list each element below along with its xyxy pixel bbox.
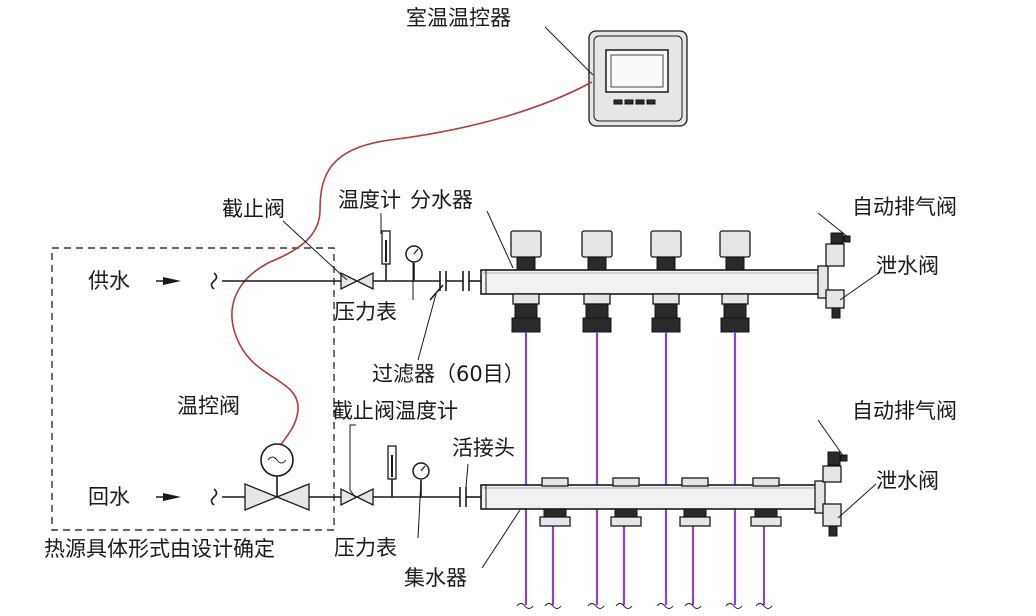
- outlet-loop-2: [610, 477, 642, 527]
- pipe-break-icon: [516, 603, 773, 609]
- actuator-loop-3: [650, 230, 682, 333]
- label-auto-vent-top: 自动排气阀: [852, 195, 957, 219]
- label-pressure-gauge-top: 压力表: [334, 300, 397, 324]
- arrow-right-icon: [163, 277, 181, 285]
- control-wire: [231, 81, 593, 448]
- union-icon-top: [462, 271, 470, 291]
- collector-manifold: [480, 451, 848, 537]
- outlet-loop-1: [539, 477, 571, 527]
- label-heat-source-note: 热源具体形式由设计确定: [44, 537, 275, 561]
- leader-lines: [282, 210, 881, 569]
- heat-source-boundary: [51, 247, 335, 531]
- label-supply: 供水: [88, 269, 130, 293]
- label-auto-vent-bottom: 自动排气阀: [852, 399, 957, 423]
- drain-valve-bottom: [822, 503, 842, 537]
- filter-icon: [429, 271, 447, 301]
- shutoff-valve-icon: [340, 487, 374, 507]
- label-thermostat: 室温温控器: [406, 6, 511, 30]
- actuator-loop-4: [719, 230, 751, 333]
- pipe-break-icon: [210, 488, 218, 506]
- thermometer-icon: [381, 230, 391, 281]
- distributor-manifold: [480, 230, 851, 333]
- floor-pipes: [524, 332, 766, 605]
- label-drain-valve-bottom: 泄水阀: [876, 469, 939, 493]
- leader-thermostat: [544, 26, 594, 76]
- supply-line: [156, 230, 481, 301]
- union-icon-bottom: [459, 487, 467, 507]
- auto-vent-valve-bottom: [822, 451, 848, 483]
- auto-vent-valve-top: [825, 232, 851, 267]
- pressure-gauge-icon: [405, 245, 423, 281]
- actuator-loop-2: [581, 230, 613, 333]
- pipe-break-icon: [210, 272, 218, 290]
- drain-valve-top: [825, 289, 845, 319]
- label-union: 活接头: [452, 436, 515, 460]
- label-shutoff-valve-top: 截止阀: [222, 197, 285, 221]
- shutoff-valve-icon: [340, 271, 374, 291]
- label-return: 回水: [88, 485, 130, 509]
- label-collector: 集水器: [404, 566, 467, 590]
- thermometer-icon: [387, 445, 397, 497]
- label-drain-valve-top: 泄水阀: [876, 254, 939, 278]
- room-thermostat: [588, 30, 688, 127]
- label-filter: 过滤器（60目）: [372, 362, 525, 386]
- label-shutoff-thermometer-bottom: 截止阀温度计: [332, 399, 458, 423]
- thermostatic-valve: [244, 443, 310, 511]
- label-pressure-gauge-bottom: 压力表: [334, 536, 397, 560]
- outlet-loop-4: [750, 477, 782, 527]
- pressure-gauge-icon: [412, 462, 430, 497]
- label-thermo-valve: 温控阀: [177, 394, 240, 418]
- arrow-right-icon: [163, 493, 181, 501]
- actuator-loop-1: [510, 230, 542, 333]
- label-distributor: 分水器: [410, 188, 473, 212]
- label-thermometer-top: 温度计: [338, 188, 401, 212]
- return-line: [156, 424, 481, 511]
- outlet-loop-3: [679, 477, 711, 527]
